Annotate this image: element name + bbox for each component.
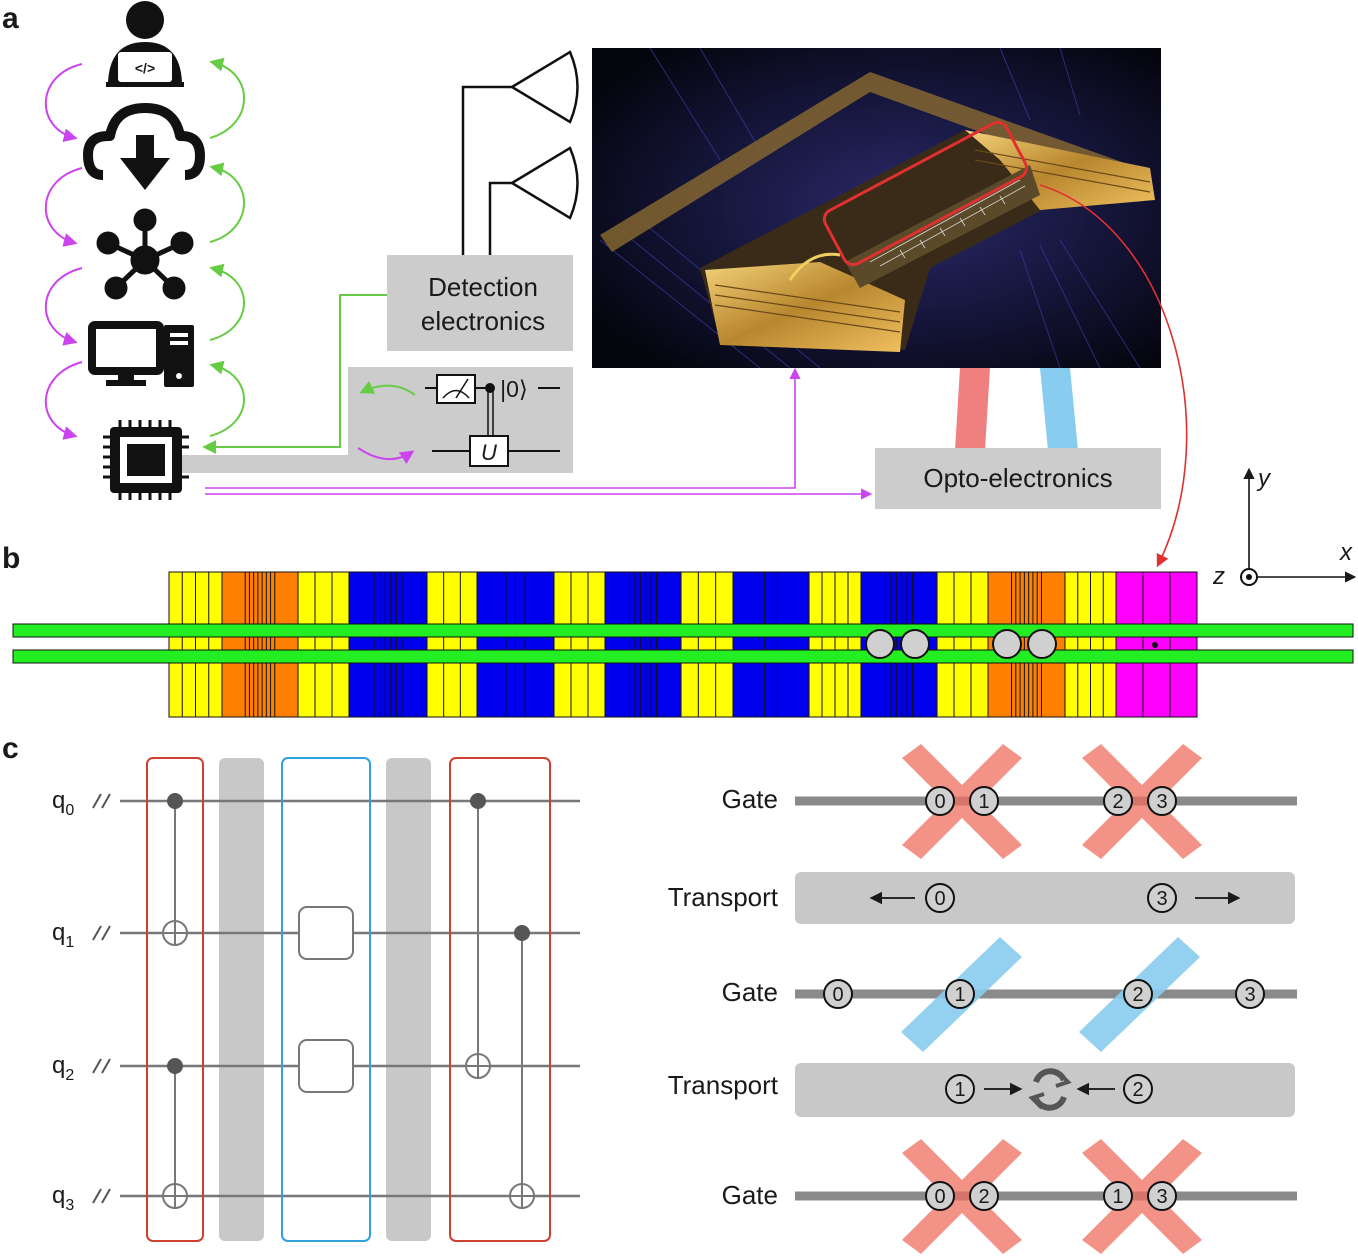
unitary-label: U: [481, 440, 497, 465]
ion-label: 1: [1112, 1186, 1123, 1208]
cnot-gate-q0-q1: [162, 793, 188, 946]
bundle-marks: [92, 793, 111, 1204]
blue-laser-beam: [1040, 368, 1078, 450]
region-highlight: [822, 120, 1028, 267]
panel-label-b: b: [2, 542, 20, 575]
panel-label-c: c: [2, 732, 19, 765]
processor-chip-icon: [103, 420, 189, 500]
electrode-segment-yellow: [936, 571, 989, 718]
ion-label: 2: [1112, 791, 1123, 813]
electrode-segment-blue: [348, 571, 428, 718]
electrode-segment-yellow: [426, 571, 478, 718]
detection-electronics-box: [387, 255, 573, 351]
detection-label-1: Detection: [428, 272, 538, 302]
trap-chip-photo: [592, 47, 1161, 369]
axis-y-label: y: [1256, 465, 1272, 492]
detection-label-2: electronics: [421, 306, 545, 336]
axis-z-label: z: [1212, 563, 1225, 590]
ion-label: 3: [1244, 984, 1255, 1006]
qubit-label-3: q3: [52, 1182, 74, 1214]
gate-layer-box-2: [281, 757, 371, 1242]
electrode-segment-orange: [221, 571, 299, 718]
ion-label: 0: [934, 888, 945, 910]
electrode-segment-magenta: [1115, 571, 1198, 718]
feedback-flow-arrows: [209, 57, 245, 437]
cnot-gate-q2-q3: [162, 1058, 188, 1209]
qubit-wires: [120, 799, 580, 1198]
ion-label: 0: [934, 791, 945, 813]
qubit-label-2: q2: [52, 1052, 74, 1084]
cnot-gate-q1-q3: [509, 925, 535, 1209]
user-coder-icon: </>: [106, 1, 184, 87]
qubit-label-0: q0: [52, 787, 74, 819]
photodetector-icon: [461, 50, 579, 255]
row-label-2: Transport: [668, 882, 779, 912]
control-flow-arrows: [44, 63, 83, 440]
cloud-download-icon: [83, 103, 205, 190]
ion-label: 2: [1132, 1079, 1143, 1101]
ion-label: 1: [954, 984, 965, 1006]
ket-zero-label: |0⟩: [500, 376, 528, 402]
swap-rotate-icon: [1028, 1068, 1072, 1111]
electrode-segment-blue: [732, 571, 810, 718]
single-qubit-gate-q2: [298, 1039, 354, 1093]
ion-label: 3: [1156, 791, 1167, 813]
feedforward-circuit: |0⟩ U: [357, 374, 560, 467]
ion-label: 2: [1132, 984, 1143, 1006]
panel-label-a: a: [2, 2, 19, 35]
electrode-segment-yellow: [680, 571, 734, 718]
ion-pair-2: [992, 629, 1057, 659]
ion-label: 2: [978, 1186, 989, 1208]
network-hub-icon: [96, 208, 194, 300]
row-label-1: Gate: [722, 784, 778, 814]
barrier-columns: [219, 758, 431, 1241]
measurement-meter-icon: [436, 374, 476, 404]
desktop-computer-icon: [88, 321, 194, 387]
ion-label: 3: [1156, 1186, 1167, 1208]
circuit-diagram: q0 q1 q2 q3: [52, 757, 580, 1242]
ion-label: 1: [954, 1079, 965, 1101]
single-qubit-gate-q1: [298, 906, 354, 960]
ion-label: 0: [934, 1186, 945, 1208]
opto-electronics-label: Opto-electronics: [923, 463, 1112, 493]
opto-electronics-box: [875, 448, 1161, 509]
qubit-label-1: q1: [52, 919, 74, 951]
gate-layer-box-3: [449, 757, 551, 1242]
transport-step-2: 1 2: [795, 1063, 1295, 1117]
gate-step-1: 0 1 2 3: [795, 744, 1297, 859]
ion-label: 1: [978, 791, 989, 813]
electrode-segment-blue: [604, 571, 682, 718]
row-label-3: Gate: [722, 977, 778, 1007]
gate-step-2: 0 1 2 3: [795, 937, 1297, 1052]
gate-step-3: 0 2 1 3: [795, 1139, 1297, 1254]
code-symbol: </>: [135, 60, 155, 76]
electrode-segment-yellow: [297, 571, 350, 718]
red-laser-beam: [955, 368, 990, 450]
control-line-trap: [205, 367, 801, 489]
detection-feedback-line: [202, 294, 387, 454]
loading-zone-marker: [1152, 642, 1158, 648]
row-label-5: Gate: [722, 1180, 778, 1210]
axis-x-label: x: [1339, 539, 1353, 566]
ion-pair-1: [865, 629, 930, 659]
coordinate-axes: y x z: [1212, 465, 1357, 590]
gate-layer-box-1: [146, 757, 204, 1242]
ion-label: 0: [832, 984, 843, 1006]
electrode-segment-yellow: [553, 571, 606, 718]
ion-label: 3: [1156, 888, 1167, 910]
transport-step-1: 0 3: [795, 872, 1295, 924]
zoom-arrow: [1039, 184, 1188, 568]
cnot-gate-q0-q2: [465, 793, 491, 1079]
row-label-4: Transport: [668, 1070, 779, 1100]
